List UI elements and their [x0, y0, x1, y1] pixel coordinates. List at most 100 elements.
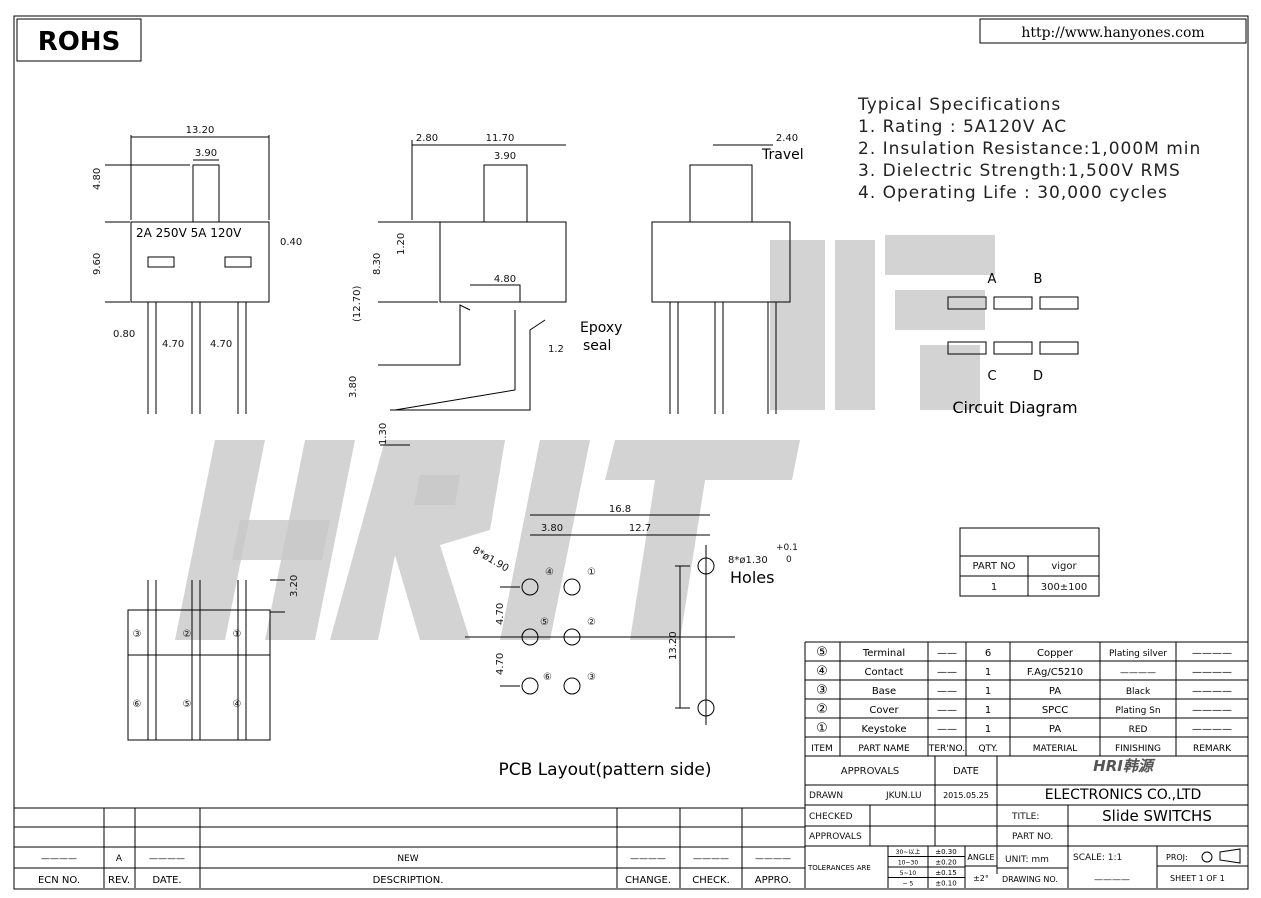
revision-cell: NEW — [397, 854, 418, 864]
dimension-label: ±0.30 — [935, 848, 956, 856]
revision-cell: ———— — [755, 854, 791, 864]
bom-cell: ———— — [1192, 686, 1232, 697]
dimension-label: ① — [587, 567, 596, 578]
dimension-label: 0.40 — [280, 237, 302, 248]
dimension-label: 11.70 — [486, 133, 515, 144]
bom-cell: F.Ag/C5210 — [1027, 667, 1083, 678]
dimension-label: A — [988, 272, 997, 287]
dimension-label: 4.70 — [210, 339, 232, 350]
bom-cell: ② — [816, 702, 828, 717]
revision-cell: ———— — [630, 854, 666, 864]
dimension-label: PCB Layout(pattern side) — [499, 760, 712, 780]
dimension-label: 4.80 — [92, 168, 103, 190]
dimension-label: DRAWING NO. — [1002, 875, 1058, 884]
dimension-label: 2A 250V 5A 120V — [136, 226, 242, 240]
dimension-label: SHEET 1 OF 1 — [1170, 874, 1225, 883]
dimension-label: 16.8 — [609, 504, 631, 515]
projection-symbol-icon — [1201, 851, 1213, 863]
dimension-label: ④ — [233, 699, 242, 710]
revision-block: ————A————NEW————————————ECN NO.REV.DATE.… — [14, 807, 805, 888]
company-logo: HRI韩源 — [1093, 757, 1156, 775]
bom-cell: ③ — [816, 683, 828, 698]
dimension-label: ⑤ — [183, 699, 192, 710]
website-url[interactable]: http://www.hanyones.com — [1021, 25, 1204, 41]
dimension-label: 1.30 — [378, 423, 389, 445]
dimension-label: 9.60 — [92, 253, 103, 275]
dimension-label: 1.2 — [548, 344, 564, 355]
dimension-label: ④ — [545, 567, 554, 578]
bottom-view: 3.20 ③ ② ① ⑥ ⑤ ④ — [127, 575, 300, 741]
bom-cell: 1 — [985, 686, 991, 697]
dimension-label: ③ — [587, 672, 596, 683]
dimension-label: 3.80 — [348, 376, 359, 398]
bom-cell: ———— — [1192, 667, 1232, 678]
bom-cell: Cover — [869, 705, 899, 716]
revision-header: CHANGE. — [625, 875, 671, 886]
dimension-label: 13.20 — [668, 631, 679, 660]
dimension-label: 0 — [786, 555, 792, 565]
rohs-label: ROHS — [38, 27, 121, 57]
revision-header: REV. — [108, 875, 130, 886]
bom-cell: Contact — [865, 667, 904, 678]
bom-cell: 1 — [985, 724, 991, 735]
pcb-layout: 16.8 3.80 12.7 8*ø1.90 8*ø1.30 +0.1 0 Ho… — [465, 504, 798, 780]
bom-cell: —— — [937, 648, 957, 659]
dimension-label: Travel — [761, 147, 804, 163]
dimension-label: 8*ø1.30 — [728, 555, 768, 566]
dimension-label: 3.80 — [541, 523, 563, 534]
bom-cell: ④ — [816, 664, 828, 679]
dimension-label: JKUN.LU — [885, 791, 922, 801]
dimension-label: ±2° — [973, 874, 989, 883]
revision-header: ECN NO. — [38, 875, 80, 886]
dimension-label: APPROVALS — [809, 832, 862, 842]
dimension-label: 0.80 — [113, 329, 135, 340]
dimension-label: ⑥ — [133, 699, 142, 710]
dimension-label: Epoxy — [580, 320, 622, 336]
dimension-label: ±0.20 — [935, 859, 956, 867]
dimension-label: SCALE: 1:1 — [1073, 853, 1122, 863]
dimension-label: DRAWN — [809, 791, 843, 801]
bom-cell: ———— — [1192, 705, 1232, 716]
dimension-label: 4.70 — [495, 603, 506, 625]
dimension-label: 3.20 — [289, 575, 300, 597]
dimension-label: ———— — [1094, 875, 1130, 885]
bom-cell: ⑤ — [816, 645, 828, 660]
dimension-label: ±0.15 — [935, 869, 956, 877]
bom-cell: ① — [816, 721, 828, 736]
dimension-label: ELECTRONICS CO.,LTD — [1045, 787, 1202, 803]
bom-cell: Base — [872, 686, 896, 697]
revision-cell: ———— — [149, 854, 185, 864]
dimension-label: TOLERANCES ARE — [807, 864, 871, 872]
side-view: 2.80 11.70 3.90 1.20 8.30 (12.70) 4.80 1… — [348, 133, 622, 446]
dimension-label: +0.1 — [776, 543, 798, 553]
dimension-label: PART NO — [972, 561, 1015, 572]
revision-header: DESCRIPTION. — [373, 875, 444, 886]
watermark-logo-cn — [770, 235, 995, 410]
revision-header: DATE. — [152, 875, 181, 886]
bom-header: FINISHING — [1115, 744, 1161, 754]
dimension-label: 8*ø1.90 — [471, 545, 511, 574]
dimension-label: seal — [583, 338, 611, 354]
dimension-label: vigor — [1051, 561, 1077, 572]
dimension-label: APPROVALS — [841, 766, 900, 777]
spec-item: 2. Insulation Resistance:1,000M min — [858, 139, 1201, 159]
dimension-label: 8.30 — [372, 253, 383, 275]
revision-cell: ———— — [693, 854, 729, 864]
dimension-label: ② — [587, 617, 596, 628]
dimension-label: ① — [233, 629, 242, 640]
bom-cell: Keystoke — [862, 724, 907, 735]
bom-cell: 6 — [985, 648, 991, 659]
dimension-label: CHECKED — [809, 812, 853, 822]
dimension-label: ±0.10 — [935, 880, 956, 888]
bom-cell: —— — [937, 667, 957, 678]
dimension-label: 13.20 — [186, 125, 215, 136]
spec-item: 1. Rating : 5A120V AC — [858, 117, 1067, 137]
bom-cell: SPCC — [1042, 705, 1068, 716]
bom-cell: —— — [937, 705, 957, 716]
dimension-label: Circuit Diagram — [952, 398, 1077, 417]
dimension-label: UNIT: mm — [1005, 855, 1049, 865]
front-view: 13.20 3.90 4.80 9.60 0.40 0.80 4.70 4.70… — [92, 125, 302, 414]
dimension-label: 4.80 — [494, 274, 516, 285]
